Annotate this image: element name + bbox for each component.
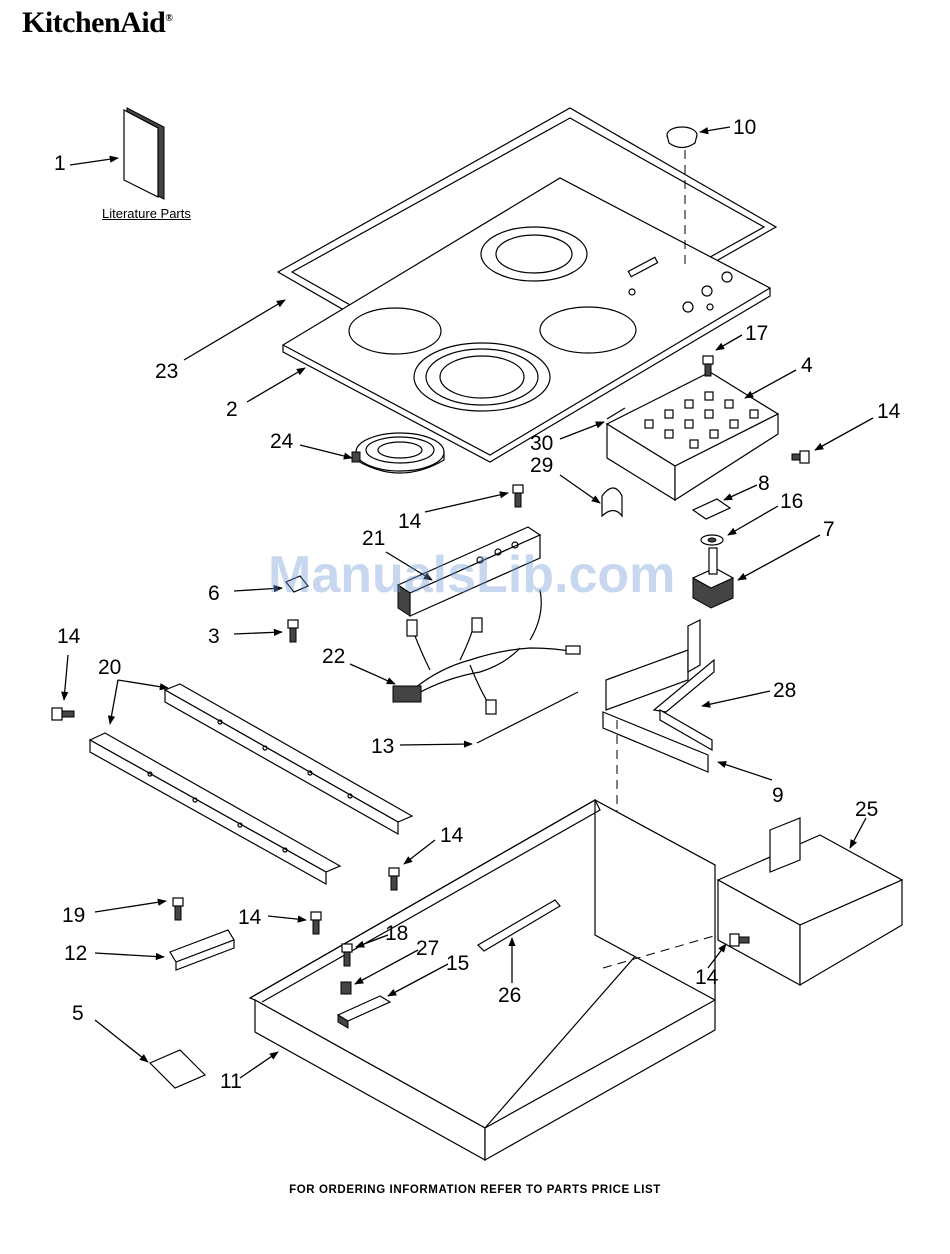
control-box-25: [718, 818, 902, 985]
callout-8: 8: [758, 472, 770, 495]
plate-5: [150, 1050, 205, 1088]
callout-14-box: 14: [695, 966, 719, 989]
literature-booklet: [124, 108, 164, 199]
callout-18: 18: [385, 922, 408, 945]
screw-19: [173, 898, 183, 920]
plate-8: [693, 499, 730, 519]
screw-14-lower: [311, 912, 321, 934]
callout-2: 2: [226, 398, 238, 421]
callout-20: 20: [98, 656, 121, 679]
callout-14-right: 14: [877, 400, 901, 423]
callout-17: 17: [745, 322, 768, 345]
callout-7: 7: [823, 518, 835, 541]
bracket-9: [603, 712, 708, 772]
nut-27: [341, 982, 351, 994]
callout-3: 3: [208, 625, 220, 648]
switch-bracket: [607, 372, 778, 500]
footer-note: FOR ORDERING INFORMATION REFER TO PARTS …: [0, 1184, 950, 1196]
callout-11: 11: [220, 1070, 242, 1093]
callout-25: 25: [855, 798, 878, 821]
callout-28: 28: [773, 679, 796, 702]
callout-23: 23: [155, 360, 178, 383]
callout-16: 16: [780, 490, 803, 513]
callout-14-left: 14: [57, 625, 81, 648]
control-knob: [667, 127, 697, 148]
switch-7: [693, 548, 733, 608]
clip-29: [602, 488, 622, 516]
screw-14-right: [792, 451, 809, 463]
callout-24: 24: [270, 430, 294, 453]
screw-17: [703, 356, 713, 376]
callout-26: 26: [498, 984, 521, 1007]
callout-19: 19: [62, 904, 85, 927]
callout-9: 9: [772, 784, 784, 807]
callout-14-top: 14: [398, 510, 422, 533]
screw-3: [288, 620, 298, 642]
watermark: ManualsLib.com: [268, 545, 675, 605]
callout-22: 22: [322, 645, 345, 668]
radiant-element: [352, 433, 444, 473]
callout-27: 27: [416, 937, 439, 960]
callout-29: 29: [530, 454, 553, 477]
callout-4: 4: [801, 354, 813, 377]
callout-14-lower: 14: [238, 906, 262, 929]
callout-6: 6: [208, 582, 220, 605]
screw-18: [342, 944, 352, 966]
screw-14-top: [513, 485, 523, 507]
callout-30: 30: [530, 432, 553, 455]
callout-10: 10: [733, 116, 756, 139]
callout-12: 12: [64, 942, 87, 965]
callout-13: 13: [371, 735, 394, 758]
screw-14-left: [52, 708, 74, 720]
screw-14-mid: [389, 868, 399, 890]
washer-16: [701, 535, 723, 545]
callout-5: 5: [72, 1002, 84, 1025]
callout-14-mid: 14: [440, 824, 464, 847]
callout-15: 15: [446, 952, 469, 975]
callout-1: 1: [54, 152, 66, 175]
